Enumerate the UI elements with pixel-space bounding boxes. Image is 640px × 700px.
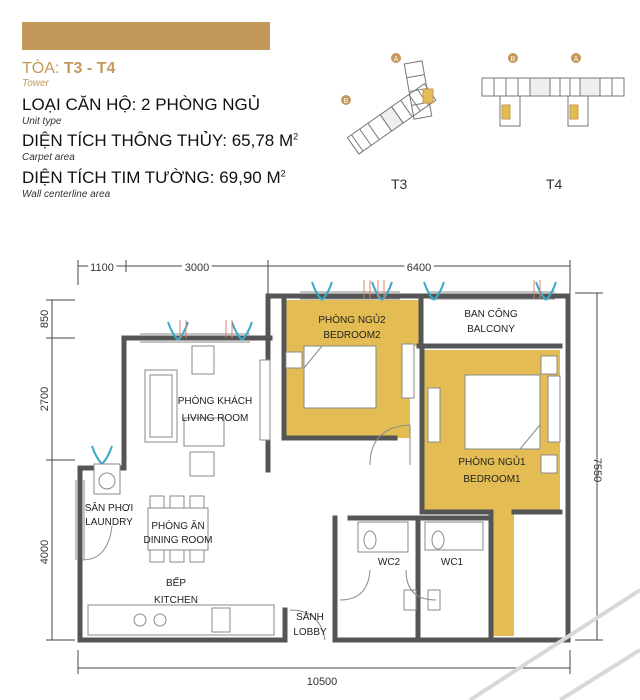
dim-top-1-halo: 1100 (90, 262, 114, 274)
label-bedroom2-en: BEDROOM2 (323, 330, 381, 341)
key-marker-b-t4-text: B (511, 56, 516, 63)
dim-top-2: 3000 (185, 262, 209, 274)
label-wc2: WC2 (378, 557, 401, 568)
label-bedroom1-vi: PHÒNG NGỦ1 (458, 455, 526, 468)
key-marker-a-t4-text: A (574, 56, 579, 63)
label-kitchen-vi: BẾP (166, 576, 186, 589)
label-bedroom2-vi: PHÒNG NGỦ2 (318, 313, 386, 326)
unit-type: LOẠI CĂN HỘ: 2 PHÒNG NGỦ (22, 95, 261, 114)
dim-top-3: 6400 (407, 262, 431, 274)
header-banner (22, 22, 270, 50)
key-marker-b-t3-text: B (344, 98, 349, 105)
watermark-stripes (468, 588, 640, 700)
dim-left-3: 4000 (39, 540, 51, 564)
furniture (87, 343, 561, 636)
carpet-area: DIỆN TÍCH THÔNG THỦY: 65,78 M2 (22, 131, 299, 150)
label-lobby-en: LOBBY (293, 627, 327, 638)
key-plan-t3 (346, 60, 437, 155)
label-dining-vi: PHÒNG ĂN (151, 519, 204, 532)
key-plan-t3-label: T3 (391, 176, 408, 192)
wall-area-sub: Wall centerline area (22, 189, 111, 200)
dim-top-3-halo: 6400 (407, 262, 431, 274)
label-balcony-vi: BAN CÔNG (464, 307, 518, 320)
label-laundry-en: LAUNDRY (85, 517, 133, 528)
label-lobby-vi: SẢNH (296, 610, 324, 623)
label-kitchen-en: KITCHEN (154, 595, 198, 606)
door-swings (81, 424, 437, 641)
key-marker-b-t3 (341, 95, 351, 105)
dim-left-1: 850 (39, 310, 51, 328)
key-marker-a-t3-text: A (394, 56, 399, 63)
label-living-vi: PHÒNG KHÁCH (178, 394, 252, 407)
key-plans: A B B A (341, 53, 625, 155)
label-living-en: LIVING ROOM (182, 413, 249, 424)
tower-subtitle: Tower (22, 78, 49, 89)
airflow-arrows (91, 280, 557, 465)
key-marker-a-t4 (571, 53, 581, 63)
wall-area: DIỆN TÍCH TIM TƯỜNG: 69,90 M2 (22, 168, 286, 187)
key-marker-a-t3 (391, 53, 401, 63)
label-wc1: WC1 (441, 557, 464, 568)
room-labels: PHÒNG NGỦ2 BEDROOM2 BAN CÔNG BALCONY PHÒ… (85, 307, 526, 638)
key-plan-t4 (481, 77, 625, 127)
label-bedroom1-en: BEDROOM1 (463, 474, 521, 485)
walls (77, 293, 571, 643)
dim-top-1: 1100 (90, 262, 114, 274)
key-plan-t4-label: T4 (546, 176, 563, 192)
label-laundry-vi: SÂN PHƠI (85, 501, 134, 514)
dim-left-2: 2700 (39, 387, 51, 411)
unit-type-sub: Unit type (22, 116, 62, 127)
tower-title: TÒA: T3 - T4 (22, 60, 116, 77)
carpet-area-sub: Carpet area (22, 152, 75, 163)
dim-top-2-halo: 3000 (185, 262, 209, 274)
dimension-lines (46, 260, 603, 674)
label-balcony-en: BALCONY (467, 324, 515, 335)
dim-bottom-1: 10500 (307, 676, 338, 688)
dim-right-1: 7550 (591, 458, 603, 482)
label-dining-en: DINING ROOM (144, 535, 213, 546)
key-marker-b-t4 (508, 53, 518, 63)
